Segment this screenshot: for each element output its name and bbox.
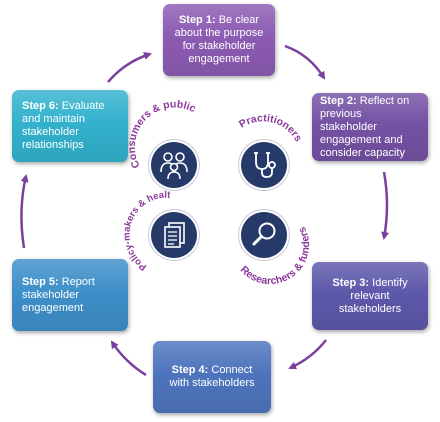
step-1-box: Step 1: Be clear about the purpose for s…: [163, 4, 275, 76]
step-5-text: Report stakeholder engagement: [22, 275, 95, 314]
step-2-number: Step 2:: [320, 94, 357, 107]
step-4-number: Step 4:: [171, 364, 209, 376]
practitioners-circle: [241, 142, 287, 188]
step-2-box: Step 2: Reflect on previous stakeholder …: [312, 93, 428, 161]
stethoscope-icon: [254, 152, 276, 178]
step-2-text: Reflect on previous stakeholder engageme…: [320, 94, 410, 159]
step-1-text: Be clear about the purpose for stakehold…: [174, 14, 264, 65]
people-icon: [160, 152, 188, 180]
step-3-text: Identify relevant stakeholders: [338, 276, 408, 315]
arrow-step3-to-step4: [288, 339, 327, 370]
step-6-box: Step 6: Evaluate and maintain stakeholde…: [12, 90, 128, 162]
consumers-circle: [151, 142, 197, 188]
arrow-step1-to-step2: [284, 44, 326, 80]
step-5-box: Step 5: Report stakeholder engagement: [12, 259, 128, 331]
arrow-step4-to-step5: [110, 340, 147, 377]
step-4-box: Step 4: Connect with stakeholders: [153, 341, 271, 413]
researchers-circle: [241, 212, 287, 258]
label-policy-makers: Policy-makers & healthcare managers: [0, 0, 171, 273]
step-5-number: Step 5:: [22, 275, 59, 288]
arrow-step2-to-step3: [381, 171, 390, 240]
step-6-number: Step 6:: [22, 100, 59, 112]
step-6-text: Evaluate and maintain stakeholder relati…: [22, 100, 105, 151]
step-1-number: Step 1:: [178, 14, 216, 26]
step-3-box: Step 3: Identify relevant stakeholders: [312, 262, 428, 330]
document-icon: [164, 222, 185, 248]
magnifier-icon: [252, 222, 276, 246]
step-3-number: Step 3:: [332, 276, 370, 289]
policy-makers-circle: [151, 212, 197, 258]
step-4-text: Connect with stakeholders: [169, 364, 255, 389]
arrow-step5-to-step6: [20, 174, 29, 249]
arrow-step6-to-step1: [107, 52, 152, 83]
label-practitioners: Practitioners: [237, 112, 304, 144]
